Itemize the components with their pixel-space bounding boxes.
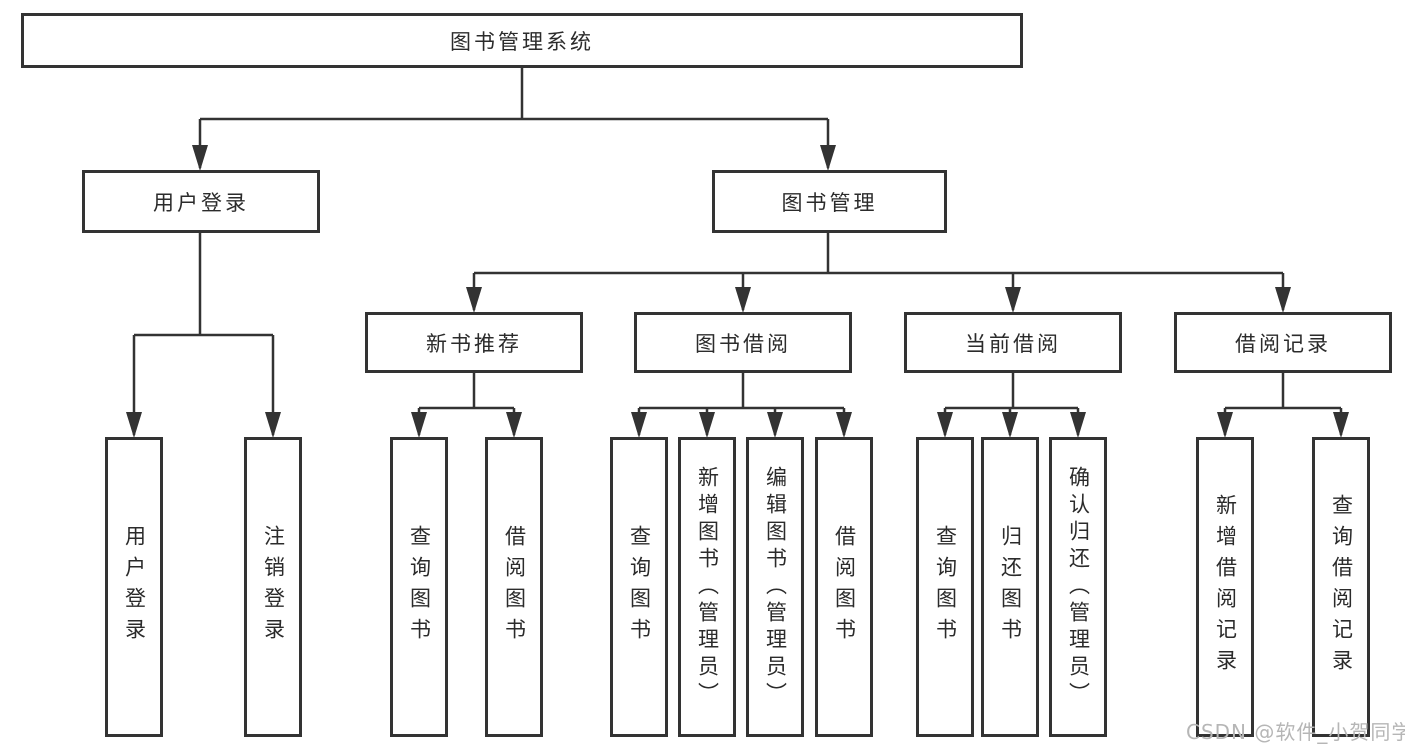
node-book-management: 图书管理 xyxy=(712,170,947,233)
leaf-add-books-admin: 新增图书（管理员） xyxy=(678,437,736,737)
node-current-borrowing: 当前借阅 xyxy=(904,312,1122,373)
leaf-query-books-recommend: 查询图书 xyxy=(390,437,448,737)
leaf-query-books-current: 查询图书 xyxy=(916,437,974,737)
node-library-management-system: 图书管理系统 xyxy=(21,13,1023,68)
leaf-borrow-books: 借阅图书 xyxy=(815,437,873,737)
node-new-book-recommendation: 新书推荐 xyxy=(365,312,583,373)
leaf-query-borrow-record: 查询借阅记录 xyxy=(1312,437,1370,737)
leaf-logout: 注销登录 xyxy=(244,437,302,737)
leaf-edit-books-admin: 编辑图书（管理员） xyxy=(746,437,804,737)
leaf-user-login: 用户登录 xyxy=(105,437,163,737)
leaf-query-books-borrow: 查询图书 xyxy=(610,437,668,737)
leaf-borrow-books-recommend: 借阅图书 xyxy=(485,437,543,737)
leaf-return-books: 归还图书 xyxy=(981,437,1039,737)
leaf-confirm-return-admin: 确认归还（管理员） xyxy=(1049,437,1107,737)
node-book-borrowing: 图书借阅 xyxy=(634,312,852,373)
csdn-watermark: CSDN @软件_小贺同学 xyxy=(1186,720,1405,744)
node-borrowing-records: 借阅记录 xyxy=(1174,312,1392,373)
node-user-login: 用户登录 xyxy=(82,170,320,233)
leaf-add-borrow-record: 新增借阅记录 xyxy=(1196,437,1254,737)
